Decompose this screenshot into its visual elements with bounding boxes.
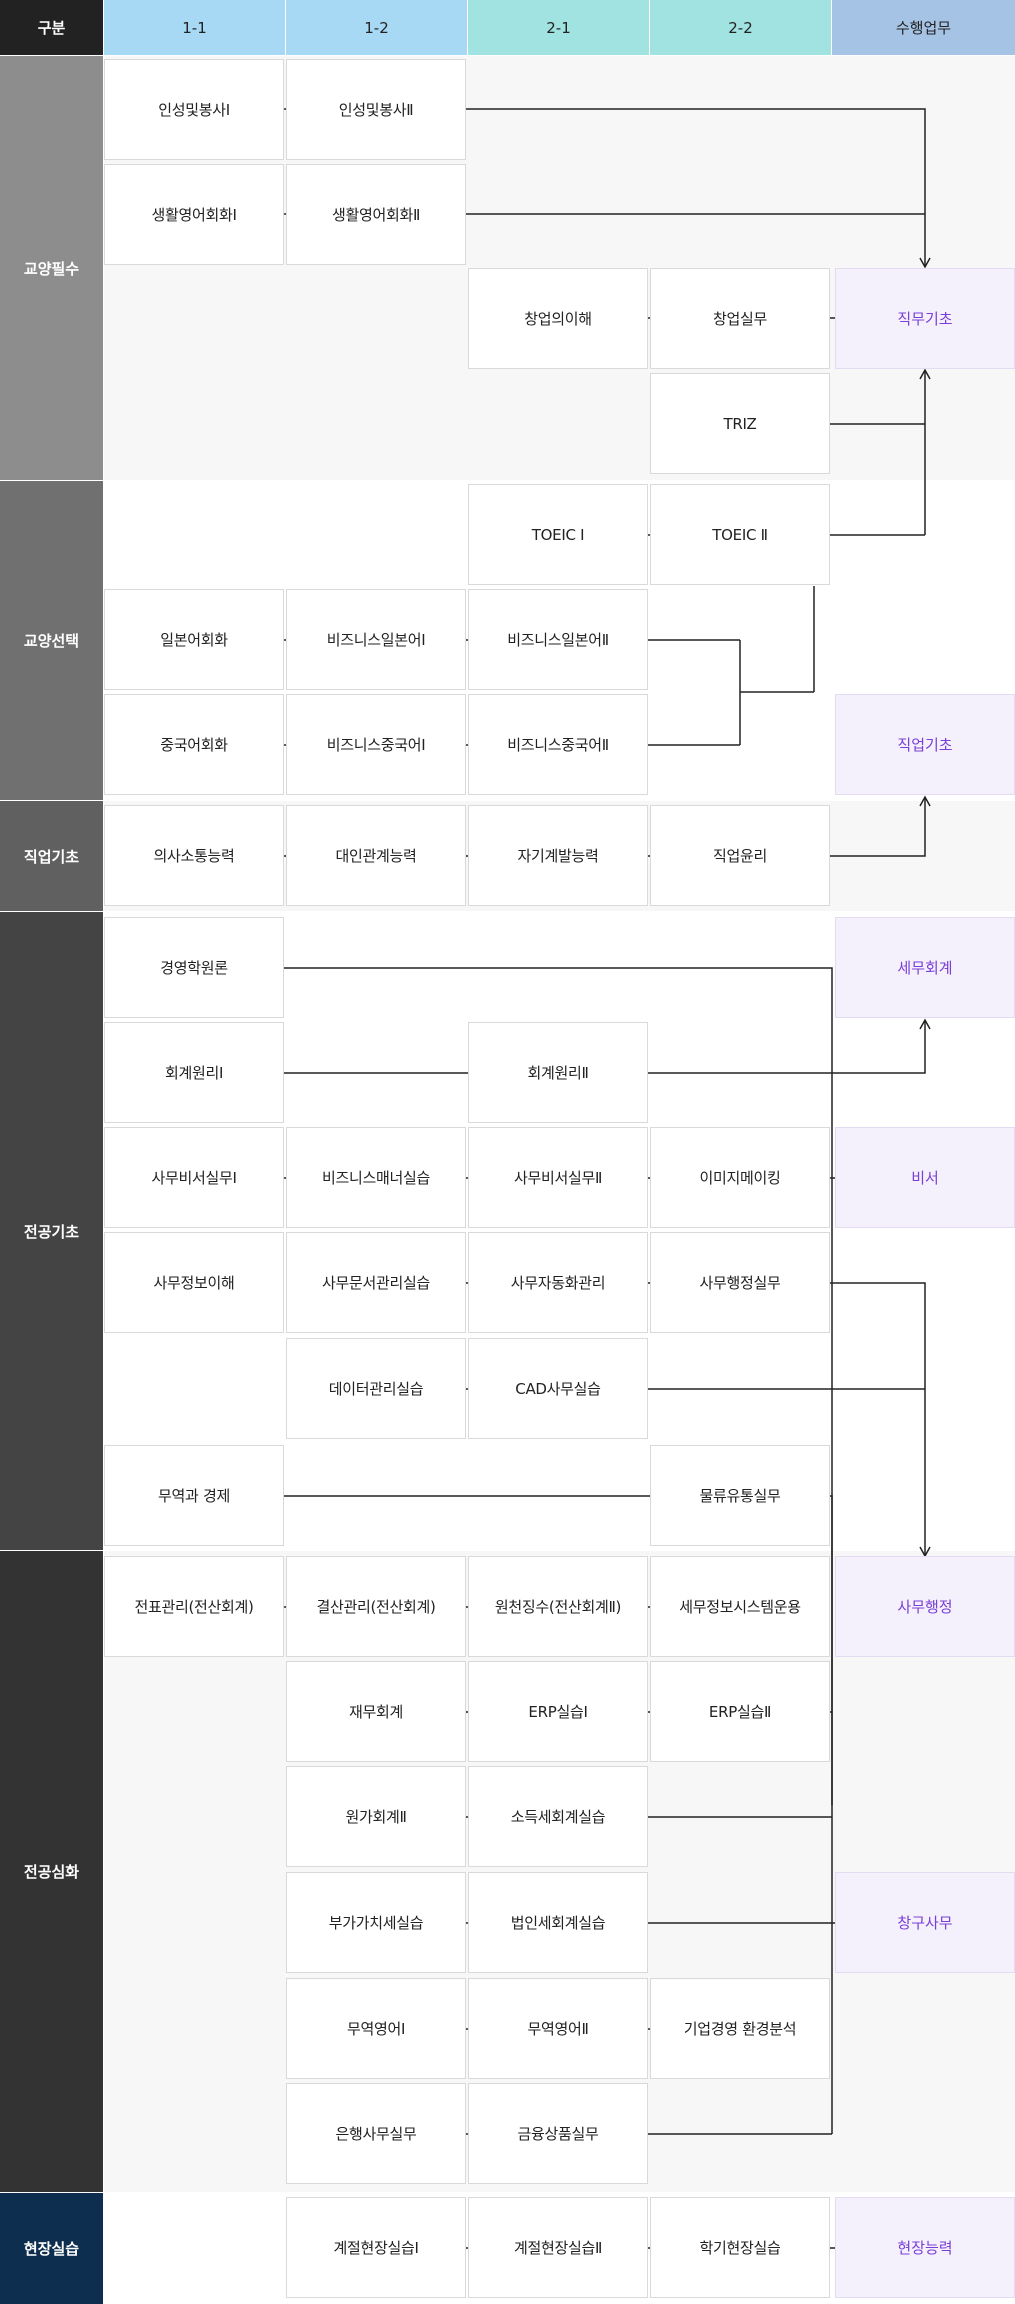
- course-service-2: 인성및봉사Ⅱ: [286, 59, 466, 160]
- course-financial-accounting: 재무회계: [286, 1661, 466, 1762]
- header-semester-2-2: 2-2: [650, 0, 831, 55]
- course-biz-chinese-1: 비즈니스중국어Ⅰ: [286, 694, 466, 795]
- course-office-info: 사무정보이해: [104, 1232, 284, 1333]
- course-office-admin: 사무행정실무: [650, 1232, 830, 1333]
- course-business-env: 기업경영 환경분석: [650, 1978, 830, 2079]
- category-vocational-basic: 직업기초: [0, 801, 103, 911]
- course-biz-japanese-1: 비즈니스일본어Ⅰ: [286, 589, 466, 690]
- course-bank-office: 은행사무실무: [286, 2083, 466, 2184]
- course-financial-products: 금융상품실무: [468, 2083, 648, 2184]
- task-counter-office: 창구사무: [835, 1872, 1015, 1973]
- course-seasonal-field-1: 계절현장실습Ⅰ: [286, 2197, 466, 2298]
- course-erp-1: ERP실습Ⅰ: [468, 1661, 648, 1762]
- course-accounting-1: 회계원리Ⅰ: [104, 1022, 284, 1123]
- task-tax-accounting: 세무회계: [835, 917, 1015, 1018]
- course-work-ethics: 직업윤리: [650, 805, 830, 906]
- header-semester-1-2: 1-2: [286, 0, 467, 55]
- header-semester-2-1: 2-1: [468, 0, 649, 55]
- course-cost-accounting-2: 원가회계Ⅱ: [286, 1766, 466, 1867]
- course-document-mgmt: 사무문서관리실습: [286, 1232, 466, 1333]
- task-job-basics: 직무기초: [835, 268, 1015, 369]
- category-major-advanced: 전공심화: [0, 1551, 103, 2192]
- course-self-development: 자기계발능력: [468, 805, 648, 906]
- category-liberal-elective: 교양선택: [0, 481, 103, 800]
- course-toeic-1: TOEIC Ⅰ: [468, 484, 648, 585]
- course-chinese-conv: 중국어회화: [104, 694, 284, 795]
- course-service-1: 인성및봉사Ⅰ: [104, 59, 284, 160]
- course-withholding: 원천징수(전산회계Ⅱ): [468, 1556, 648, 1657]
- category-field-practice: 현장실습: [0, 2193, 103, 2304]
- course-erp-2: ERP실습Ⅱ: [650, 1661, 830, 1762]
- header-semester-1-1: 1-1: [104, 0, 285, 55]
- course-vat: 부가가치세실습: [286, 1872, 466, 1973]
- course-income-tax: 소득세회계실습: [468, 1766, 648, 1867]
- task-office-administration: 사무행정: [835, 1556, 1015, 1657]
- course-japanese-conv: 일본어회화: [104, 589, 284, 690]
- course-trade-economy: 무역과 경제: [104, 1445, 284, 1546]
- course-business-intro: 경영학원론: [104, 917, 284, 1018]
- course-english-conv-1: 생활영어회화Ⅰ: [104, 164, 284, 265]
- course-closing-mgmt: 결산관리(전산회계): [286, 1556, 466, 1657]
- course-triz: TRIZ: [650, 373, 830, 474]
- course-toeic-2: TOEIC Ⅱ: [650, 484, 830, 585]
- course-secretary-2: 사무비서실무Ⅱ: [468, 1127, 648, 1228]
- course-logistics: 물류유통실무: [650, 1445, 830, 1546]
- course-image-making: 이미지메이킹: [650, 1127, 830, 1228]
- course-secretary-1: 사무비서실무Ⅰ: [104, 1127, 284, 1228]
- course-tax-info-system: 세무정보시스템운용: [650, 1556, 830, 1657]
- course-communication: 의사소통능력: [104, 805, 284, 906]
- course-trade-english-1: 무역영어Ⅰ: [286, 1978, 466, 2079]
- course-office-automation: 사무자동화관리: [468, 1232, 648, 1333]
- course-english-conv-2: 생활영어회화Ⅱ: [286, 164, 466, 265]
- course-interpersonal: 대인관계능력: [286, 805, 466, 906]
- header-category: 구분: [0, 0, 103, 55]
- task-field-competency: 현장능력: [835, 2197, 1015, 2298]
- course-accounting-2: 회계원리Ⅱ: [468, 1022, 648, 1123]
- course-startup-understand: 창업의이해: [468, 268, 648, 369]
- category-major-basic: 전공기초: [0, 912, 103, 1550]
- course-trade-english-2: 무역영어Ⅱ: [468, 1978, 648, 2079]
- course-corporate-tax: 법인세회계실습: [468, 1872, 648, 1973]
- header-tasks: 수행업무: [832, 0, 1015, 55]
- course-cad-office: CAD사무실습: [468, 1338, 648, 1439]
- course-voucher-mgmt: 전표관리(전산회계): [104, 1556, 284, 1657]
- course-business-manner: 비즈니스매너실습: [286, 1127, 466, 1228]
- course-semester-field: 학기현장실습: [650, 2197, 830, 2298]
- course-data-mgmt: 데이터관리실습: [286, 1338, 466, 1439]
- task-vocational-basics: 직업기초: [835, 694, 1015, 795]
- category-liberal-required: 교양필수: [0, 56, 103, 480]
- course-biz-japanese-2: 비즈니스일본어Ⅱ: [468, 589, 648, 690]
- course-seasonal-field-2: 계절현장실습Ⅱ: [468, 2197, 648, 2298]
- task-secretary: 비서: [835, 1127, 1015, 1228]
- course-startup-practice: 창업실무: [650, 268, 830, 369]
- course-biz-chinese-2: 비즈니스중국어Ⅱ: [468, 694, 648, 795]
